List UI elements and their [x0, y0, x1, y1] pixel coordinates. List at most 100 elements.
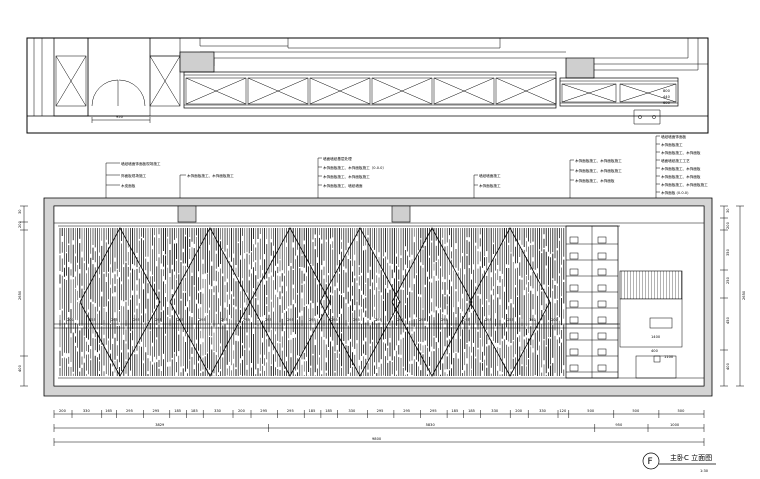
callout-6-8: 木饰面板 (0.0.0)	[661, 190, 689, 195]
left-dim-2: 200	[18, 220, 22, 228]
row1-dim-label: 330	[214, 409, 222, 413]
row1-dim-label: 295	[430, 409, 437, 413]
right-dim-5: 450	[726, 316, 730, 324]
inner-dim-label: 295	[177, 318, 184, 322]
callout-6-7: 木饰面板施工、木饰面板施工	[661, 182, 708, 187]
callout-3-3: 木饰面板施工、木饰面板施工	[323, 174, 370, 179]
inner-dim-label: 295	[221, 318, 228, 322]
title-block: F 主卧C 立面图 1:30	[642, 452, 716, 473]
inner-dim-label: 200	[67, 318, 75, 322]
row1-dim-label: 200	[59, 409, 67, 413]
inner-dim-label: 295	[485, 318, 492, 322]
callout-5-1: 木饰面板施工、木饰面板施工	[575, 158, 622, 163]
row1-dim-label: 185	[174, 409, 181, 413]
left-dim-1: 30	[18, 209, 22, 214]
right-dim-7: 400	[726, 362, 730, 370]
plan-tag-1: 800	[663, 89, 671, 93]
callout-6-5: 木饰面板施工、木饰面板	[661, 166, 701, 171]
inner-dim-label: 295	[309, 318, 316, 322]
inner-dim-label: 295	[287, 318, 294, 322]
callout-6-4: 墙面墙纸施工工艺	[661, 158, 690, 163]
row1-dim-label: 500	[678, 409, 686, 413]
row1-dim-label: 120	[559, 409, 567, 413]
row1-dim-label: 330	[348, 409, 356, 413]
cabinet-tag-3: 1100	[664, 355, 674, 359]
drawing-title: 主卧C 立面图	[670, 453, 712, 462]
inner-dim-label: 200	[551, 318, 559, 322]
right-dim-3: 350	[726, 248, 730, 256]
row1-dim-label: 185	[325, 409, 332, 413]
callout-3-2: 木饰面板施工、木饰面板施工（0.0.0）	[323, 165, 386, 170]
row1-dim-label: 295	[153, 409, 160, 413]
right-dim-1: 30	[726, 208, 730, 213]
right-dim-4: 250	[726, 276, 730, 284]
inner-dim-label: 295	[441, 318, 448, 322]
callout-3-4: 木饰面板施工、墙纸墙面	[323, 183, 363, 188]
plan-tag-2: 440	[663, 95, 671, 99]
row2-dim-label: 3829	[155, 423, 165, 427]
row1-dim-label: 165	[105, 409, 112, 413]
inner-dim-label: 295	[353, 318, 360, 322]
row1-dim-label: 185	[309, 409, 316, 413]
row1-dim-label: 295	[403, 409, 410, 413]
callout-6-2: 木饰面板施工	[661, 142, 683, 147]
inner-dim-label: 295	[155, 318, 162, 322]
elevation-view: 200 255 295 295 295 295 295 295 295 295 295 295 295 2…	[43, 197, 713, 397]
left-dim-4: 400	[18, 364, 22, 372]
inner-dim-label: 295	[375, 318, 382, 322]
callout-4-2: 木饰面板施工	[479, 183, 501, 188]
row1-dim-label: 330	[539, 409, 547, 413]
row1-dim-label: 185	[468, 409, 475, 413]
inner-dim-label: 295	[397, 318, 404, 322]
callout-6-1: 墙纸墙面饰面板	[661, 134, 687, 139]
row1-dim-label: 330	[83, 409, 91, 413]
section-symbol	[642, 452, 660, 470]
row2-dim-label: 950	[615, 423, 623, 427]
row1-dim-label: 500	[632, 409, 640, 413]
inner-dim-label: 295	[111, 318, 118, 322]
left-dimensions: 30 200 2650 400	[18, 205, 28, 387]
inner-dim-label: 295	[243, 318, 250, 322]
callout-6-3: 木饰面板施工、木饰面板	[661, 150, 701, 155]
callout-1-2: 饰面板现场施工	[121, 173, 147, 178]
row1-dim-label: 200	[515, 409, 523, 413]
row1-dim-label: 295	[287, 409, 294, 413]
row1-dim-label: 185	[191, 409, 198, 413]
callout-1-3: 木皮面板	[121, 183, 136, 188]
inner-dim-label: 140	[529, 318, 537, 322]
plan-dimension: 950	[116, 115, 124, 119]
row1-dim-label: 185	[451, 409, 458, 413]
cabinet-tag-1: 1400	[651, 335, 661, 339]
inner-dim-label: 255	[507, 318, 514, 322]
row1-dim-label: 330	[491, 409, 499, 413]
inner-dim-label: 295	[463, 318, 470, 322]
cabinet-tag-2: 400	[651, 349, 659, 353]
callout-3-1: 墙面墙纸基层处理	[323, 156, 352, 161]
plan-tag-3: 600	[663, 101, 671, 105]
callout-6-6: 木饰面板施工、木饰面板	[661, 174, 701, 179]
callout-5-3: 木饰面板施工、木饰面板	[575, 178, 615, 183]
right-dim-6: 2650	[742, 290, 746, 300]
row1-dim-label: 295	[126, 409, 133, 413]
row1-dim-label: 200	[238, 409, 246, 413]
callout-5-2: 木饰面板施工、木饰面板施工	[575, 168, 622, 173]
row2-dim-label: 1000	[670, 423, 680, 427]
inner-dim-label: 255	[89, 318, 96, 322]
callout-2-1: 木饰面板施工、木饰面板施工	[187, 173, 234, 178]
right-dim-2: 200	[726, 221, 730, 229]
row1-dim-label: 295	[260, 409, 267, 413]
callout-1-1: 墙纸墙面饰面板现场施工	[121, 161, 161, 166]
inner-dim-label: 295	[265, 318, 272, 322]
inner-dim-label: 295	[199, 318, 206, 322]
total-dimension: 9800	[372, 437, 382, 441]
section-letter: F	[648, 457, 653, 467]
inner-dim-label: 295	[133, 318, 140, 322]
plan-view: 800 440 600 950	[26, 37, 709, 134]
callout-4-1: 墙纸墙面施工	[479, 173, 501, 178]
row2-dim-label: 5830	[426, 423, 436, 427]
bottom-dimensions: 200 330 165 295 295 185 185 330 200 295 295 185 185 3…	[53, 335, 705, 446]
right-dimensions: 30 200 350 250 450 2650 400	[720, 205, 746, 387]
inner-dim-label: 295	[419, 318, 426, 322]
callouts: 墙纸墙面饰面板现场施工 饰面板现场施工 木皮面板 木饰面板施工、木饰面板施工 墙…	[105, 134, 708, 205]
